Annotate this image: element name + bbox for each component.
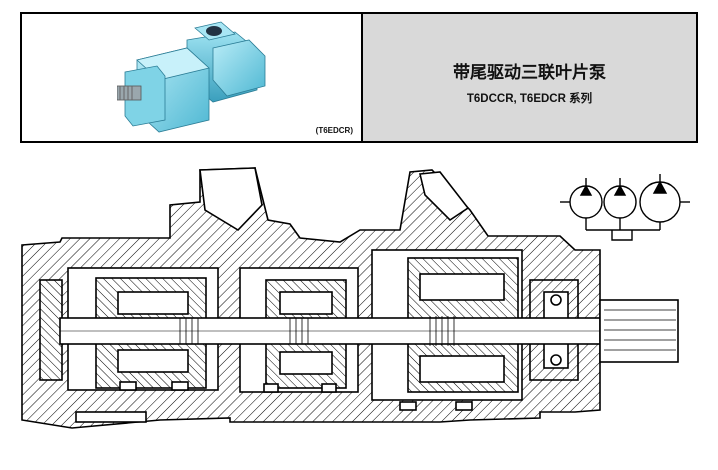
header-table: (T6EDCR) 带尾驱动三联叶片泵 T6DCCR, T6EDCR 系列 bbox=[20, 12, 698, 143]
pump-cross-section-icon bbox=[21, 167, 679, 429]
title-panel: 带尾驱动三联叶片泵 T6DCCR, T6EDCR 系列 bbox=[363, 14, 696, 141]
photo-cell: (T6EDCR) bbox=[22, 14, 363, 141]
pump-photo-icon bbox=[117, 21, 266, 133]
series-subtitle: T6DCCR, T6EDCR 系列 bbox=[466, 92, 593, 105]
triple-pump-symbol-icon bbox=[560, 174, 690, 241]
page-title: 带尾驱动三联叶片泵 bbox=[453, 62, 606, 83]
photo-caption: (T6EDCR) bbox=[315, 126, 353, 135]
